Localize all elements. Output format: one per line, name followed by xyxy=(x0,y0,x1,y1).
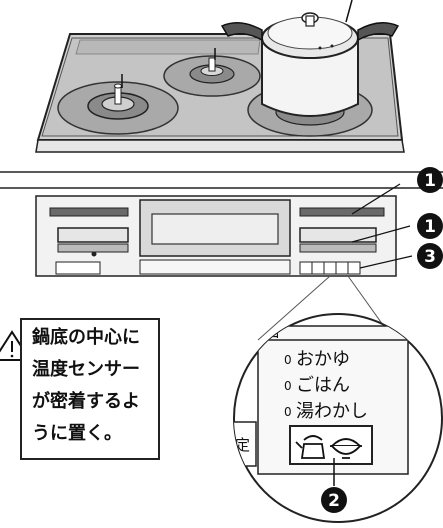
option-gohan: 0 ごはん xyxy=(284,375,350,396)
marker-1-top: 1 xyxy=(417,167,443,193)
kettle-icon xyxy=(295,435,326,459)
marker-number: 3 xyxy=(424,247,436,267)
zoom-header-fragment: ロ xyxy=(266,326,280,342)
rice-bowl-icon xyxy=(329,438,363,459)
option-label: ごはん xyxy=(296,375,350,396)
instruction-callout: 鍋底の中心に 温度センサー が密着するよ うに置く。 xyxy=(20,318,160,460)
pot-with-lid-icon xyxy=(220,0,400,117)
marker-1-bottom: 1 xyxy=(417,213,443,239)
option-label: おかゆ xyxy=(296,349,350,370)
marker-2: 2 xyxy=(321,487,347,513)
option-indicator: 0 xyxy=(284,379,292,393)
callout-line: うに置く。 xyxy=(32,423,122,444)
option-indicator: 0 xyxy=(284,405,292,419)
marker-number: 1 xyxy=(424,217,436,237)
left-burner xyxy=(57,74,179,135)
option-indicator: 0 xyxy=(284,353,292,367)
front-panel xyxy=(0,171,443,277)
marker-number: 2 xyxy=(328,491,340,511)
option-okayu: 0 おかゆ xyxy=(284,349,350,370)
option-yuwakashi: 0 湯わかし xyxy=(284,401,368,422)
marker-number: 1 xyxy=(424,171,436,191)
callout-line: 鍋底の中心に xyxy=(32,327,140,348)
center-burner xyxy=(163,48,261,97)
callout-line: 温度センサー xyxy=(32,359,140,380)
option-label: 湯わかし xyxy=(296,401,368,422)
callout-line: が密着するよ xyxy=(32,391,140,412)
marker-3: 3 xyxy=(417,243,443,269)
